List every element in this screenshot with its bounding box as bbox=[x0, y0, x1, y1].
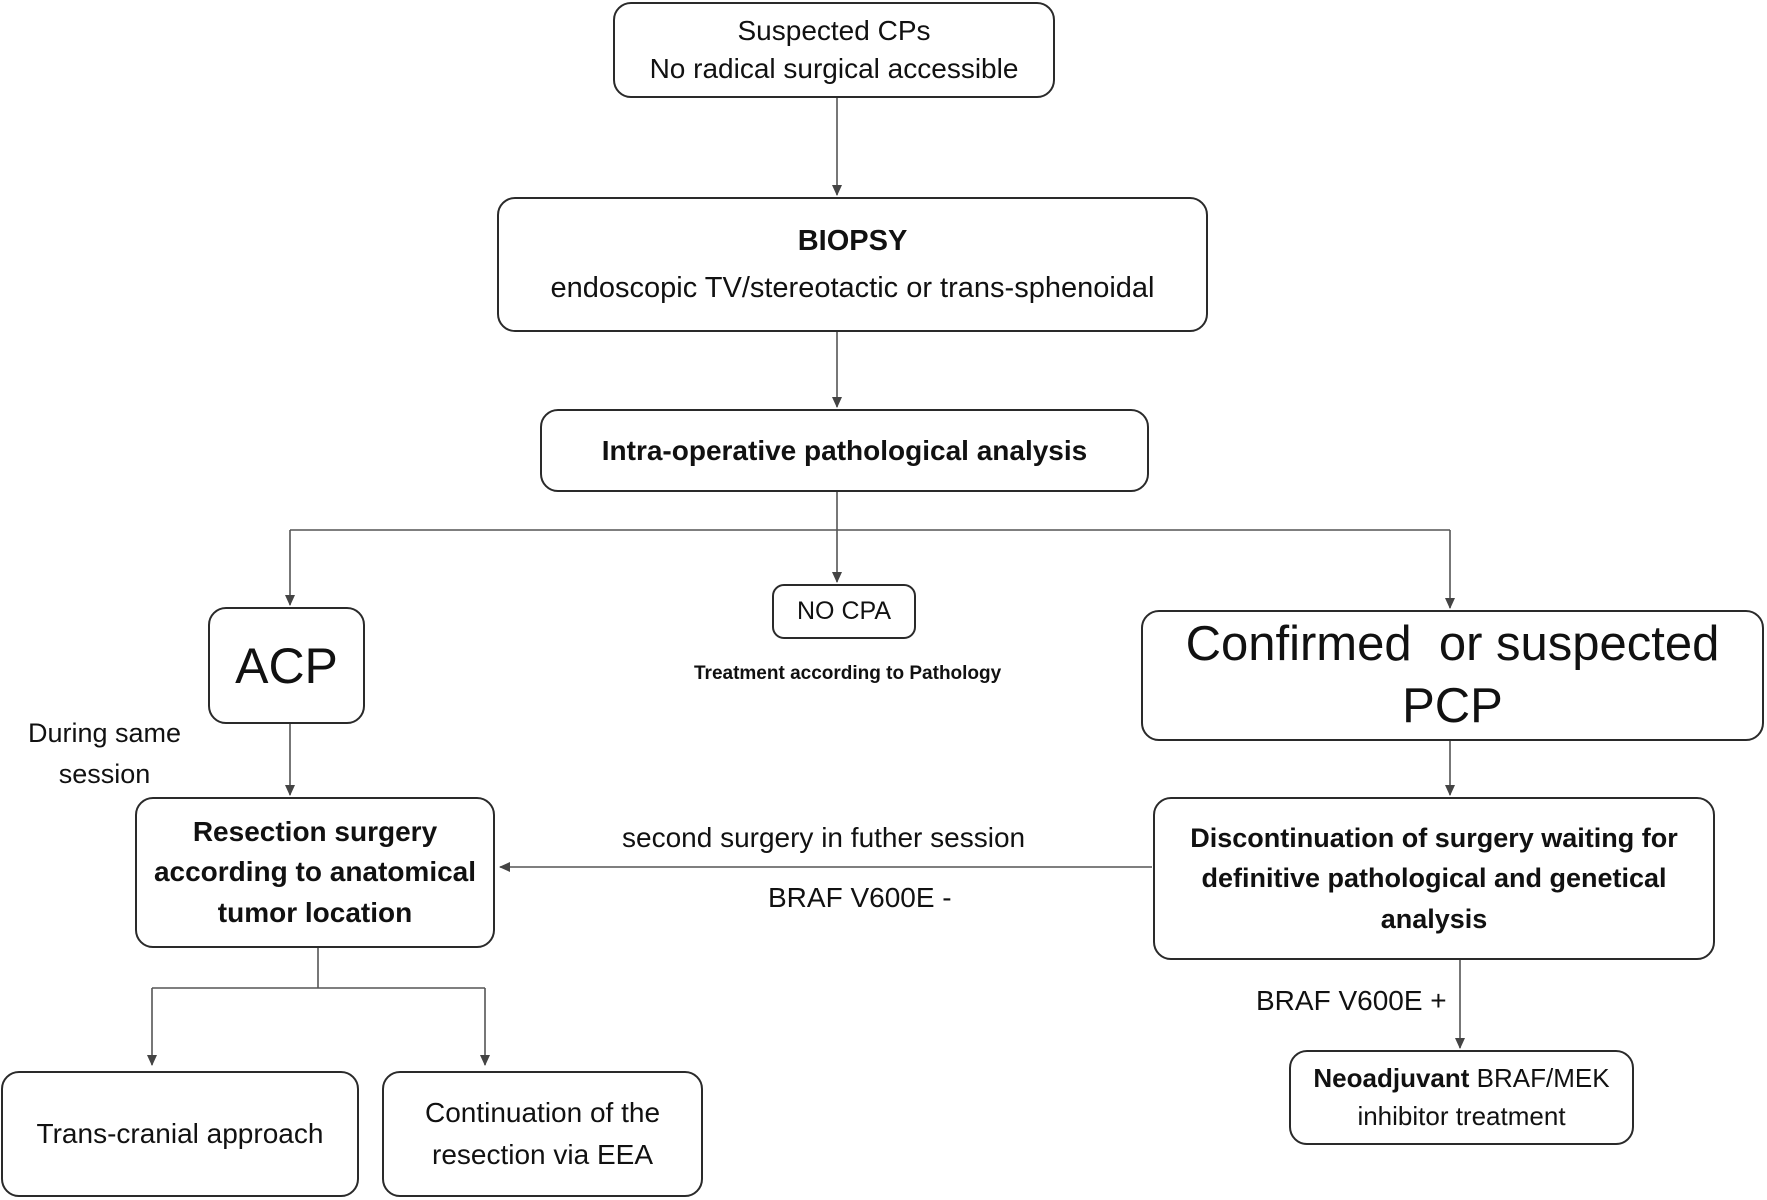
suspected-cps-line1: Suspected CPs bbox=[737, 15, 931, 47]
braf-positive-label: BRAF V600E + bbox=[1256, 985, 1447, 1016]
transcranial-label: Trans-cranial approach bbox=[36, 1118, 324, 1149]
intraop-analysis-box: Intra-operative pathological analysis bbox=[540, 409, 1149, 492]
acp-label: ACP bbox=[235, 637, 338, 694]
discontinuation-box: Discontinuation of surgery waiting for d… bbox=[1153, 797, 1715, 960]
eea-line1: Continuation of the bbox=[424, 1097, 661, 1128]
no-cpa-box: NO CPA bbox=[772, 584, 916, 639]
neoadjuvant-rest: BRAF/MEK bbox=[1469, 1062, 1610, 1093]
intraop-analysis-label: Intra-operative pathological analysis bbox=[601, 434, 1088, 466]
second-surgery-label: second surgery in futher session bbox=[622, 822, 1026, 853]
suspected-cps-line2: No radical surgical accessible bbox=[649, 53, 1019, 84]
eea-box: Continuation of the resection via EEA bbox=[382, 1071, 703, 1197]
biopsy-subtitle: endoscopic TV/stereotactic or trans-sphe… bbox=[550, 271, 1155, 304]
resection-line3: tumor location bbox=[217, 896, 413, 928]
suspected-cps-box: Suspected CPs No radical surgical access… bbox=[613, 2, 1055, 98]
discontinuation-line2: definitive pathological and genetical bbox=[1201, 863, 1667, 894]
eea-line2: resection via EEA bbox=[432, 1139, 653, 1170]
pcp-line1: Confirmed or suspected bbox=[1185, 617, 1720, 672]
discontinuation-line1: Discontinuation of surgery waiting for bbox=[1190, 822, 1678, 853]
neoadjuvant-bold: Neoadjuvant bbox=[1313, 1062, 1470, 1093]
acp-box: ACP bbox=[208, 607, 365, 724]
resection-line2: according to anatomical bbox=[153, 856, 477, 888]
no-cpa-note: Treatment according to Pathology bbox=[694, 663, 1002, 684]
biopsy-box: BIOPSY endoscopic TV/stereotactic or tra… bbox=[497, 197, 1208, 332]
transcranial-box: Trans-cranial approach bbox=[1, 1071, 359, 1197]
same-session-line2: session bbox=[58, 758, 151, 789]
pcp-line2: PCP bbox=[1402, 678, 1503, 733]
same-session-label: During same session bbox=[28, 713, 181, 794]
neoadjuvant-line2: inhibitor treatment bbox=[1357, 1100, 1566, 1131]
resection-surgery-box: Resection surgery according to anatomica… bbox=[135, 797, 495, 948]
resection-line1: Resection surgery bbox=[192, 815, 438, 847]
neoadjuvant-box: Neoadjuvant BRAF/MEK inhibitor treatment bbox=[1289, 1050, 1634, 1145]
biopsy-title: BIOPSY bbox=[797, 225, 908, 258]
same-session-line1: During same bbox=[28, 718, 182, 748]
no-cpa-label: NO CPA bbox=[797, 597, 891, 625]
braf-negative-label: BRAF V600E - bbox=[768, 882, 952, 913]
discontinuation-line3: analysis bbox=[1380, 903, 1488, 934]
pcp-box: Confirmed or suspected PCP bbox=[1141, 610, 1764, 741]
